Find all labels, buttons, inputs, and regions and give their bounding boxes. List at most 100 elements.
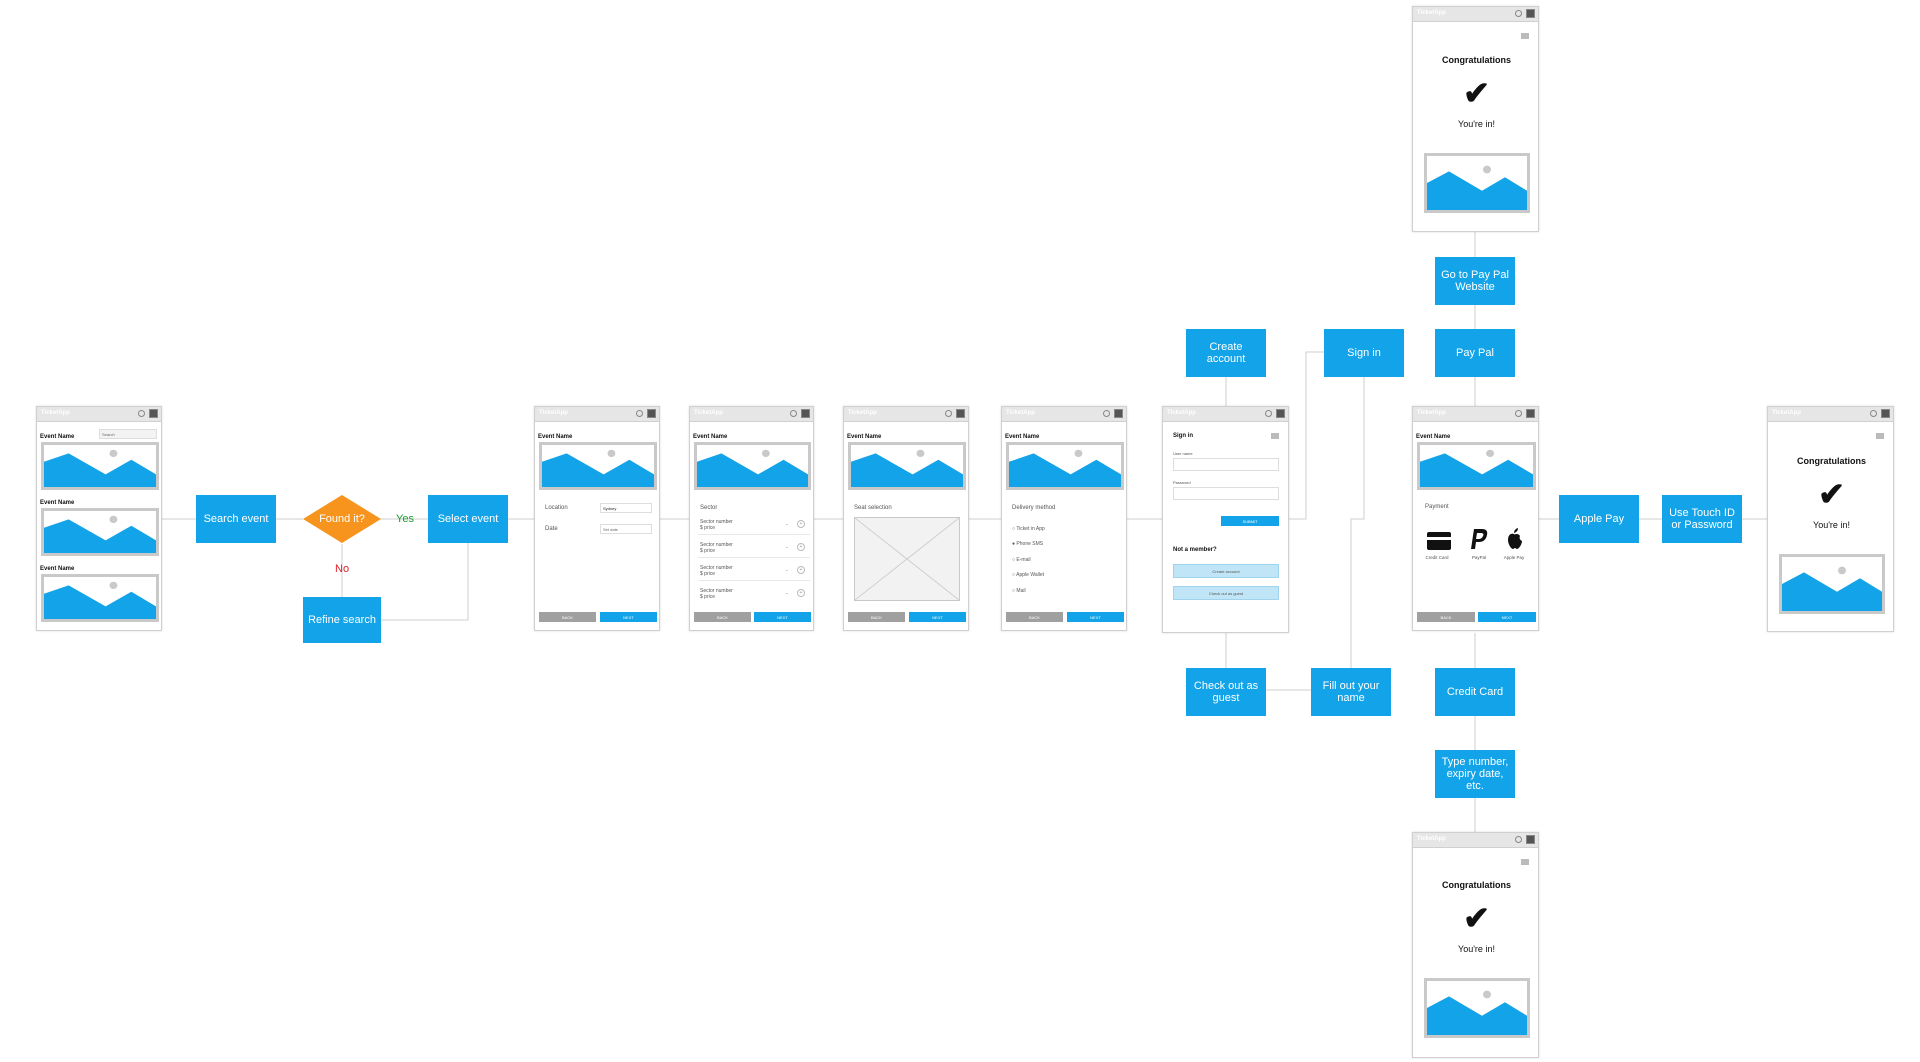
paypal-icon[interactable]: [1470, 529, 1488, 551]
credit-card-box[interactable]: Credit Card: [1435, 668, 1515, 716]
app-title: TicketApp: [694, 410, 723, 416]
date-field[interactable]: Set date: [600, 524, 652, 534]
back-button[interactable]: BACK: [848, 612, 905, 622]
check-out-guest-box[interactable]: Check out as guest: [1186, 668, 1266, 716]
image-placeholder-icon[interactable]: [1424, 153, 1530, 213]
not-member-label: Not a member?: [1173, 547, 1217, 553]
image-placeholder-icon[interactable]: [1417, 442, 1536, 490]
user-icon[interactable]: [1870, 410, 1877, 417]
user-icon[interactable]: [636, 410, 643, 417]
delivery-option[interactable]: ○ Apple Wallet: [1012, 572, 1045, 578]
menu-icon[interactable]: [801, 409, 810, 418]
menu-icon[interactable]: [1114, 409, 1123, 418]
delivery-option[interactable]: ○ E-mail: [1012, 557, 1031, 563]
user-icon[interactable]: [1265, 410, 1272, 417]
screen-header: TicketApp: [1768, 407, 1893, 422]
apple-pay-box[interactable]: Apple Pay: [1559, 495, 1639, 543]
image-placeholder-icon[interactable]: [41, 574, 159, 622]
location-select[interactable]: Sydney: [600, 503, 652, 513]
menu-icon[interactable]: [149, 409, 158, 418]
password-label: Password: [1173, 480, 1191, 485]
user-icon[interactable]: [790, 410, 797, 417]
screen-congratulations-credit-card: TicketApp Congratulations ✔ You're in!: [1412, 832, 1539, 1058]
sector-row-price: $ price: [700, 525, 716, 531]
type-number-box[interactable]: Type number, expiry date, etc.: [1435, 750, 1515, 798]
image-placeholder-icon[interactable]: [1424, 978, 1530, 1038]
touch-id-box[interactable]: Use Touch ID or Password: [1662, 495, 1742, 543]
image-placeholder-icon[interactable]: [41, 442, 159, 490]
found-it-diamond: [303, 495, 381, 543]
image-placeholder-icon[interactable]: [41, 508, 159, 556]
user-icon[interactable]: [1515, 836, 1522, 843]
user-icon[interactable]: [1515, 10, 1522, 17]
user-icon[interactable]: [138, 410, 145, 417]
next-button[interactable]: NEXT: [754, 612, 811, 622]
back-button[interactable]: BACK: [539, 612, 596, 622]
back-button[interactable]: BACK: [1006, 612, 1063, 622]
search-input[interactable]: Search: [99, 429, 157, 439]
image-placeholder-icon[interactable]: [694, 442, 811, 490]
screen-header: TicketApp: [1002, 407, 1126, 422]
back-button[interactable]: BACK: [1417, 612, 1475, 622]
search-event-box[interactable]: Search event: [196, 495, 276, 543]
image-placeholder-icon[interactable]: [1779, 554, 1885, 614]
user-icon[interactable]: [945, 410, 952, 417]
add-icon[interactable]: +: [797, 543, 805, 551]
fill-out-name-box[interactable]: Fill out your name: [1311, 668, 1391, 716]
close-icon[interactable]: [1521, 33, 1529, 39]
menu-icon[interactable]: [1881, 409, 1890, 418]
create-account-box[interactable]: Create account: [1186, 329, 1266, 377]
menu-icon[interactable]: [1526, 835, 1535, 844]
select-event-box[interactable]: Select event: [428, 495, 508, 543]
close-icon[interactable]: [1521, 859, 1529, 865]
next-button[interactable]: NEXT: [600, 612, 657, 622]
apple-icon[interactable]: [1505, 528, 1523, 550]
close-icon[interactable]: [1876, 433, 1884, 439]
sign-in-box[interactable]: Sign in: [1324, 329, 1404, 377]
menu-icon[interactable]: [1526, 9, 1535, 18]
delivery-option-label: Phone SMS: [1016, 541, 1044, 547]
checkmark-icon: ✔: [1818, 476, 1845, 512]
go-to-paypal-box[interactable]: Go to Pay Pal Website: [1435, 257, 1515, 305]
delivery-option[interactable]: ● Phone SMS: [1012, 541, 1044, 547]
menu-icon[interactable]: [1526, 409, 1535, 418]
delivery-option[interactable]: ○ Mail: [1012, 588, 1026, 594]
screen-seat-selection: TicketApp Event Name Seat selection BACK…: [843, 406, 969, 631]
check-out-guest-button[interactable]: Check out as guest: [1173, 586, 1279, 600]
add-icon[interactable]: +: [797, 520, 805, 528]
checkmark-icon: ✔: [1463, 900, 1490, 936]
next-button[interactable]: NEXT: [1067, 612, 1124, 622]
user-name-field[interactable]: [1173, 458, 1279, 471]
delivery-option[interactable]: ○ Ticket in App: [1012, 526, 1045, 532]
menu-icon[interactable]: [1276, 409, 1285, 418]
yes-label: Yes: [396, 513, 414, 525]
app-title: TicketApp: [1772, 410, 1801, 416]
delivery-option-label: Apple Wallet: [1016, 572, 1045, 578]
close-icon[interactable]: [1271, 433, 1279, 439]
found-it-label: Found it?: [319, 513, 365, 525]
next-button[interactable]: NEXT: [1478, 612, 1536, 622]
user-icon[interactable]: [1103, 410, 1110, 417]
screen-header: TicketApp: [37, 407, 161, 422]
image-placeholder-icon[interactable]: [539, 442, 657, 490]
credit-card-icon[interactable]: [1427, 532, 1451, 550]
user-icon[interactable]: [1515, 410, 1522, 417]
pay-pal-box[interactable]: Pay Pal: [1435, 329, 1515, 377]
add-icon[interactable]: +: [797, 589, 805, 597]
add-icon[interactable]: +: [797, 566, 805, 574]
image-placeholder-icon[interactable]: [1006, 442, 1124, 490]
password-field[interactable]: [1173, 487, 1279, 500]
sector-row-name: Sector number: [700, 519, 733, 525]
menu-icon[interactable]: [647, 409, 656, 418]
refine-search-box[interactable]: Refine search: [303, 597, 381, 643]
credit-card-label: Credit Card: [1425, 555, 1449, 560]
image-placeholder-icon[interactable]: [848, 442, 966, 490]
create-account-button[interactable]: Create account: [1173, 564, 1279, 578]
date-placeholder: Set date: [603, 527, 618, 532]
next-button[interactable]: NEXT: [909, 612, 966, 622]
seat-map-placeholder[interactable]: [854, 517, 960, 601]
menu-icon[interactable]: [956, 409, 965, 418]
back-button[interactable]: BACK: [694, 612, 751, 622]
submit-button[interactable]: SUBMIT: [1221, 516, 1279, 526]
